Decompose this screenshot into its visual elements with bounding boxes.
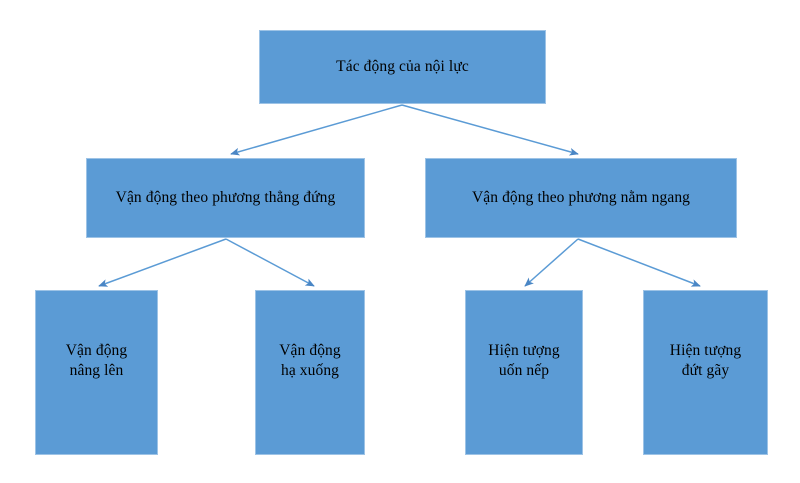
- edge-root-to-horizontal: [401, 104, 579, 156]
- node-horizontal-movement-label: Vận động theo phương nằm ngang: [471, 189, 691, 207]
- edge-horizontal-to-fold: [524, 238, 579, 287]
- edge-horizontal-to-fault: [577, 238, 701, 287]
- edge-vertical-to-subsidence: [225, 238, 315, 287]
- edge-vertical-to-uplift: [98, 238, 227, 287]
- node-root-label: Tác động của nội lực: [336, 58, 469, 76]
- node-vertical-movement[interactable]: Vận động theo phương thẳng đứng: [86, 158, 365, 238]
- node-horizontal-movement[interactable]: Vận động theo phương nằm ngang: [425, 158, 737, 238]
- node-root[interactable]: Tác động của nội lực: [259, 30, 546, 104]
- node-vertical-movement-label: Vận động theo phương thẳng đứng: [115, 189, 336, 207]
- edge-root-to-vertical: [230, 104, 403, 156]
